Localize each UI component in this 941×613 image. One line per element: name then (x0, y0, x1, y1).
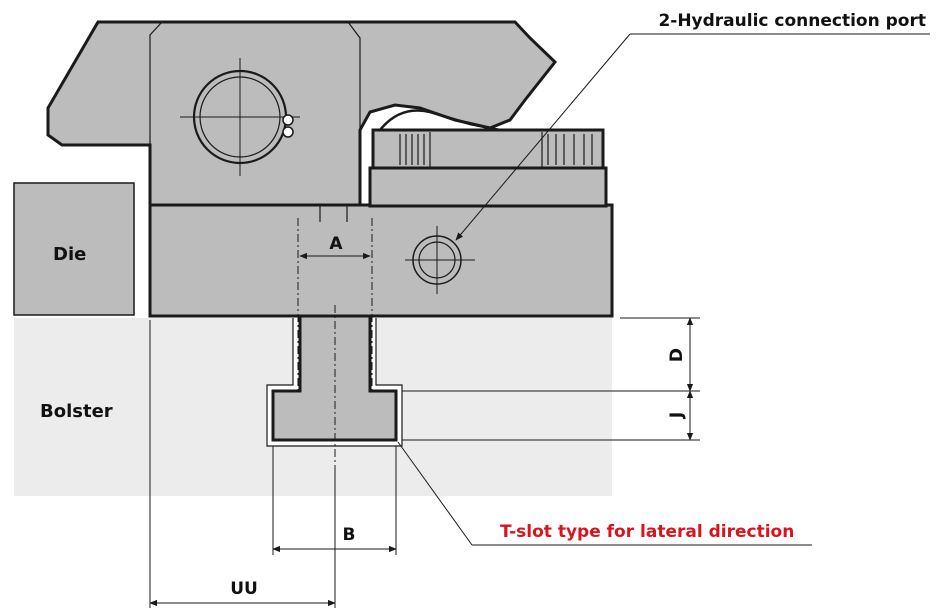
bolster-label: Bolster (40, 401, 113, 422)
pivot-pin (180, 58, 300, 176)
cylinder-neck (379, 109, 501, 132)
bolt-hidden-lines (297, 218, 373, 470)
tslot-label: T-slot type for lateral direction (500, 522, 794, 542)
tslot-leader (397, 441, 473, 546)
die-label: Die (53, 244, 86, 265)
hydraulic-port (405, 226, 475, 294)
hydraulic-port-label: 2-Hydraulic connection port (658, 11, 926, 31)
die-block (13, 182, 135, 316)
cylinder-cap (371, 128, 605, 172)
dim-a-label: A (329, 234, 343, 254)
dim-d-label: D (667, 348, 687, 362)
hydraulic-port-leader (455, 33, 631, 241)
cylinder-body (368, 166, 608, 208)
dim-b-label: B (343, 525, 356, 545)
clamp-lever-arm (46, 20, 558, 207)
tbolt (271, 314, 398, 442)
dim-j-label: J (667, 412, 687, 419)
body-inner-lines (149, 21, 361, 222)
dim-uu-label: UU (230, 579, 258, 599)
